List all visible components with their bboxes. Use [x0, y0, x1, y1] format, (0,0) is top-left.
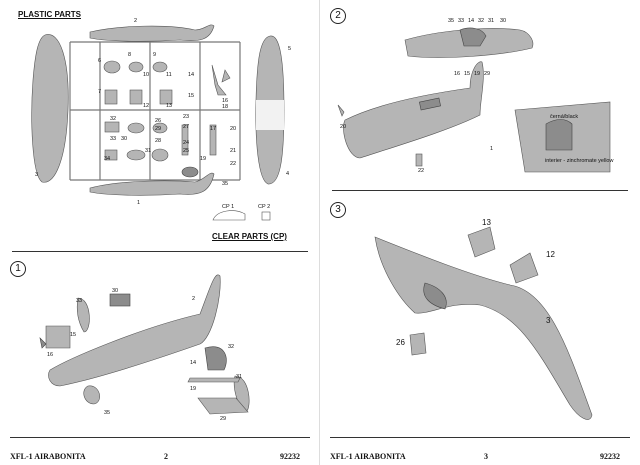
part-callout-label: 22	[418, 168, 424, 174]
footer-code-left: 92232	[280, 452, 300, 461]
part-callout-label: 33	[458, 18, 464, 24]
sprue-label-22: 22	[230, 161, 236, 167]
part-callout-label: 3	[546, 316, 551, 325]
part-callout-label: 35	[448, 18, 454, 24]
sprue-label-9: 9	[153, 52, 156, 58]
right-page: 2 35 33 14 32 31 30 16 15 19 29 20 22 1 …	[320, 0, 640, 465]
footer-rule-right	[330, 437, 630, 439]
sprue-label-24: 24	[183, 140, 189, 146]
fuselage-lower	[343, 61, 484, 159]
sprue-label-6: 6	[98, 58, 101, 64]
sprue-label-14: 14	[188, 72, 194, 78]
part-callout-label: 14	[468, 18, 474, 24]
part-callout-label: 15	[464, 71, 470, 77]
section-divider-right	[332, 190, 628, 192]
sprue-label-25: 25	[183, 148, 189, 154]
step1-callout-29: 29	[220, 416, 226, 422]
sprue-label-23: 23	[183, 114, 189, 120]
sprue-label-19: 19	[200, 156, 206, 162]
footer-title-left: XFL-1 AIRABONITA	[10, 452, 86, 461]
fuselage-assembly	[48, 274, 221, 387]
part-callout-label: 19	[474, 71, 480, 77]
sprue-label-21: 21	[230, 148, 236, 154]
sprue-label-8: 8	[128, 52, 131, 58]
step1-callout-31: 31	[236, 374, 242, 380]
sprue-label-27: 27	[183, 124, 189, 130]
sprue-label-30: 30	[121, 136, 127, 142]
sprue-label-28: 28	[155, 138, 161, 144]
page-divider	[319, 0, 320, 465]
clear-parts-title: CLEAR PARTS (CP)	[212, 232, 287, 241]
part-callout-label: 29	[484, 71, 490, 77]
sprue-label-2: 2	[134, 18, 137, 24]
footer-page-number-right: 3	[484, 452, 488, 461]
sprue-label-17: 17	[210, 126, 216, 132]
step-2-badge: 2	[330, 8, 346, 24]
part-callout-label: 16	[454, 71, 460, 77]
sprue-label-26: 26	[155, 118, 161, 124]
plastic-parts-title: PLASTIC PARTS	[18, 10, 81, 19]
part-callout-label: 13	[482, 218, 491, 227]
step1-callout-35: 35	[104, 410, 110, 416]
clear-parts-diagram	[212, 210, 271, 221]
sprue-label-11: 11	[166, 72, 172, 78]
sprue-label-16: 16	[222, 98, 228, 104]
step1-callout-14: 14	[190, 360, 196, 366]
footer-title-right: XFL-1 AIRABONITA	[330, 452, 406, 461]
part-callout-label: 31	[488, 18, 494, 24]
step-2-diagram: 35 33 14 32 31 30 16 15 19 29 20 22 1 če…	[337, 18, 613, 174]
sprue-label-35: 35	[222, 181, 228, 187]
sprue-label-18: 18	[222, 104, 228, 110]
part-callout-label: 1	[490, 146, 493, 152]
small-parts-group	[103, 60, 231, 178]
plastic-parts-sprue: 2 1 3 4 5 6 7 8 9 10 11 12 13 14 15 16 1…	[31, 18, 291, 206]
step1-callout-15: 15	[70, 332, 76, 338]
step-1-diagram: 30 2 33 15 16 14 32 19 31 29 35	[39, 274, 250, 422]
sprue-label-5: 5	[288, 46, 291, 52]
step1-callout-2: 2	[192, 296, 195, 302]
sprue-label-31: 31	[145, 148, 151, 154]
part-callout-label: 20	[340, 124, 346, 130]
step-3-diagram: 13 12 3 26	[374, 218, 593, 420]
step1-callout-19: 19	[190, 386, 196, 392]
part-callout-label: 32	[478, 18, 484, 24]
sprue-label-7: 7	[98, 89, 101, 95]
footer-rule-left	[10, 437, 310, 439]
step1-callout-32: 32	[228, 344, 234, 350]
part-callout-label: 26	[396, 338, 405, 347]
step1-callout-30: 30	[112, 288, 118, 294]
sprue-number-labels: 2 1 3 4 5 6 7 8 9 10 11 12 13 14 15 16 1…	[35, 18, 291, 206]
part-callout-label: 12	[546, 250, 555, 259]
step1-callout-33: 33	[76, 298, 82, 304]
fuselage-half-2	[89, 24, 215, 42]
part-callout-label: interier - zinchromate yellow	[545, 158, 613, 164]
step-1-badge: 1	[10, 261, 26, 277]
sprue-label-4: 4	[286, 171, 289, 177]
part-callout-label: černá/black	[550, 114, 578, 120]
wing-assembly	[374, 236, 593, 420]
sprue-label-33: 33	[110, 136, 116, 142]
sprue-label-12: 12	[143, 103, 149, 109]
clear-part-label-2: CP 2	[258, 204, 271, 210]
sprue-label-29: 29	[155, 126, 161, 132]
clear-part-label-1: CP 1	[222, 204, 235, 210]
sprue-label-15: 15	[188, 93, 194, 99]
sprue-label-3: 3	[35, 172, 38, 178]
sprue-label-32: 32	[110, 116, 116, 122]
sprue-label-1: 1	[137, 200, 140, 206]
part-callout-label: 30	[500, 18, 506, 24]
sprue-label-20: 20	[230, 126, 236, 132]
step-3-badge: 3	[330, 202, 346, 218]
sprue-label-34: 34	[104, 156, 110, 162]
footer-page-number-left: 2	[164, 452, 168, 461]
sprue-label-13: 13	[166, 103, 172, 109]
wing-left-part	[31, 34, 69, 183]
section-divider	[12, 251, 308, 253]
step1-callout-16: 16	[47, 352, 53, 358]
sprue-label-10: 10	[143, 72, 149, 78]
fuselage-half-1	[89, 172, 215, 196]
left-page: PLASTIC PARTS	[10, 10, 310, 461]
footer-code-right: 92232	[600, 452, 620, 461]
